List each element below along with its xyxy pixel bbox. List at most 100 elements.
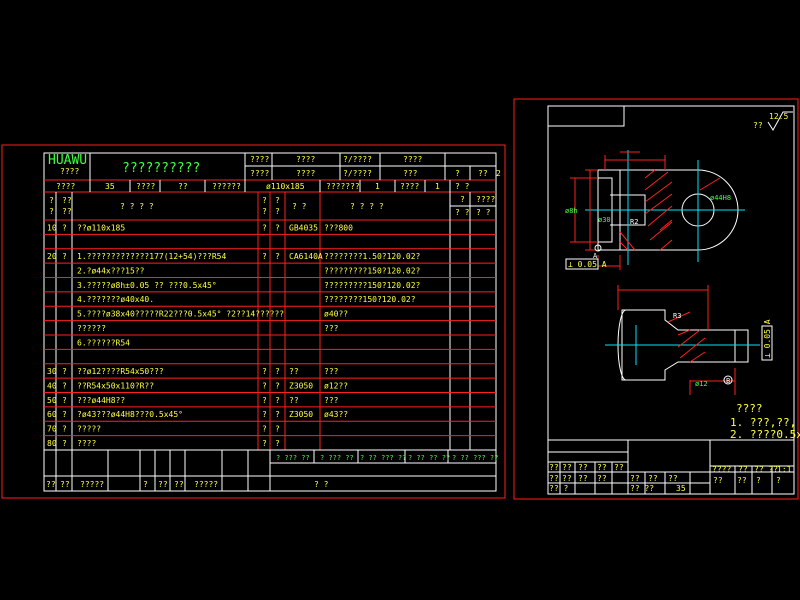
row-sec: ? (275, 410, 280, 419)
info-6: ??????? (326, 182, 360, 191)
datum-a-marker (594, 244, 602, 252)
tb-mid-1: ?? (648, 474, 658, 483)
row-tool: ø40?? (324, 310, 348, 319)
col-tool: ? ? ? ? (350, 202, 384, 211)
col-sec: ? (275, 196, 280, 205)
hdr-r2-5: ?? (478, 169, 488, 178)
row-name: ? (62, 396, 67, 405)
part-side-view (605, 285, 760, 395)
tb-right-4: 1:1 (777, 465, 792, 474)
col-h4: ? ? (476, 208, 491, 217)
dim-r3: R3 (673, 312, 681, 320)
dim-44h8: ø44H8 (710, 194, 731, 202)
roughness-symbol (767, 111, 793, 131)
info-3: ?? (178, 182, 188, 191)
row-name: ? (62, 410, 67, 419)
process-table-grid (44, 192, 496, 451)
row-ws: ? (262, 252, 267, 261)
row-sec: ? (275, 396, 280, 405)
row-tool: ????????150?120.02? (324, 295, 416, 304)
row-equip: Z3050 (289, 381, 313, 390)
row-sec: ? (275, 381, 280, 390)
dim-8h: ø8h (565, 207, 578, 215)
hdr-r2-0: ???? (250, 169, 269, 178)
bottom-2: ????? (80, 480, 104, 489)
row-sec: ? (275, 367, 280, 376)
tb-r1-0: ?? (549, 463, 559, 472)
row-tool: ??? (324, 396, 339, 405)
row-content: 5.????ø38x40?????R22???0.5x45° ?2??14???… (77, 310, 284, 319)
info-2: ???? (136, 182, 155, 191)
tb-r2-2: ?? (578, 474, 588, 483)
tb-r1-1: ?? (562, 463, 572, 472)
col-h3: ? ? (455, 208, 470, 217)
row-equip: ?? (289, 396, 299, 405)
row-name: ? (62, 367, 67, 376)
row-content: 3.?????ø8h±0.05 ?? ???0.5x45° (77, 281, 217, 290)
row-content: 1.?????????????177(12+54)???R54 (77, 252, 226, 261)
row-ws: ? (262, 396, 267, 405)
sign-4: ? ?? ??? ?? (452, 454, 498, 462)
row-ws: ? (262, 410, 267, 419)
hdr-r1-0: ???? (250, 155, 269, 164)
row-tool: ?????????150?120.02? (324, 281, 421, 290)
row-content: ??ø110x185 (77, 223, 125, 232)
tol-box-right (761, 325, 773, 361)
row-tool: ????????1.50?120.02? (324, 252, 421, 261)
hdr-r1-3: ???? (403, 155, 422, 164)
datum-b: B (726, 377, 730, 385)
row-seq: 40 (47, 381, 57, 390)
tb-mid-0: ?? (630, 474, 640, 483)
row-name: ? (62, 425, 67, 434)
tol-left: ⊥ 0.05 A (568, 260, 607, 269)
bottom-0: ?? (46, 480, 56, 489)
row-ws: ? (262, 439, 267, 448)
row-seq: 70 (47, 425, 57, 434)
row-seq: 60 (47, 410, 57, 419)
process-table-rows: 10???ø110x185??GB4035???80020?1.????????… (47, 223, 421, 448)
row-name: ? (62, 223, 67, 232)
row-ws: ? (262, 425, 267, 434)
row-ws: ? (262, 381, 267, 390)
tb-material: 35 (676, 484, 686, 493)
row-content: ?????? (77, 324, 106, 333)
row-sec: ? (275, 425, 280, 434)
row-content: ???ø44H8?? (77, 396, 125, 405)
row-content: 6.??????R54 (77, 338, 130, 347)
row-tool: ??? (324, 367, 339, 376)
sign-off-grid (44, 449, 496, 491)
row-ws: ? (262, 223, 267, 232)
drawing-title-block (547, 439, 795, 495)
hdr-r2-2: ?/???? (343, 169, 372, 178)
col-h2: ???? (476, 195, 495, 204)
row-seq: 20 (47, 252, 57, 261)
company-logo: HUAWU (48, 153, 87, 168)
tb-name-1: ?? ?? (630, 484, 654, 493)
notes-title: ???? (736, 402, 763, 415)
dim-12: ø12 (695, 380, 708, 388)
row-equip: Z3050 (289, 410, 313, 419)
bottom-4: ?? (158, 480, 168, 489)
drawing-corner-box (547, 105, 625, 127)
row-content: ????? (77, 425, 101, 434)
row-name: ? (62, 381, 67, 390)
hdr-r2-1: ???? (296, 169, 315, 178)
roughness-value: 12.5 (769, 112, 788, 121)
tb-r2-3: ?? (597, 474, 607, 483)
col-name-2: ?? (62, 207, 72, 216)
tb-r1-4: ?? (614, 463, 624, 472)
row-content: ??ø12????R54x50??? (77, 367, 164, 376)
sign-3: ? ?? ?? ?? (408, 454, 450, 462)
tb-r2-1: ?? (562, 474, 572, 483)
row-equip: CA6140A (289, 252, 323, 261)
tb-right-2: ?? ?? (754, 465, 778, 474)
hdr-r2-4: ? (455, 169, 460, 178)
sign-0: ? ??? ?? (276, 454, 310, 462)
row-sec: ? (275, 223, 280, 232)
note-2: 2. ????0.5x45° (730, 428, 800, 441)
tb-right-3: ?? (713, 476, 723, 485)
row-content: 2.?ø44x???15?? (77, 266, 145, 275)
row-content: ?ø43???ø44H8???0.5x45° (77, 410, 183, 419)
bottom-7: ? ? (314, 480, 329, 489)
